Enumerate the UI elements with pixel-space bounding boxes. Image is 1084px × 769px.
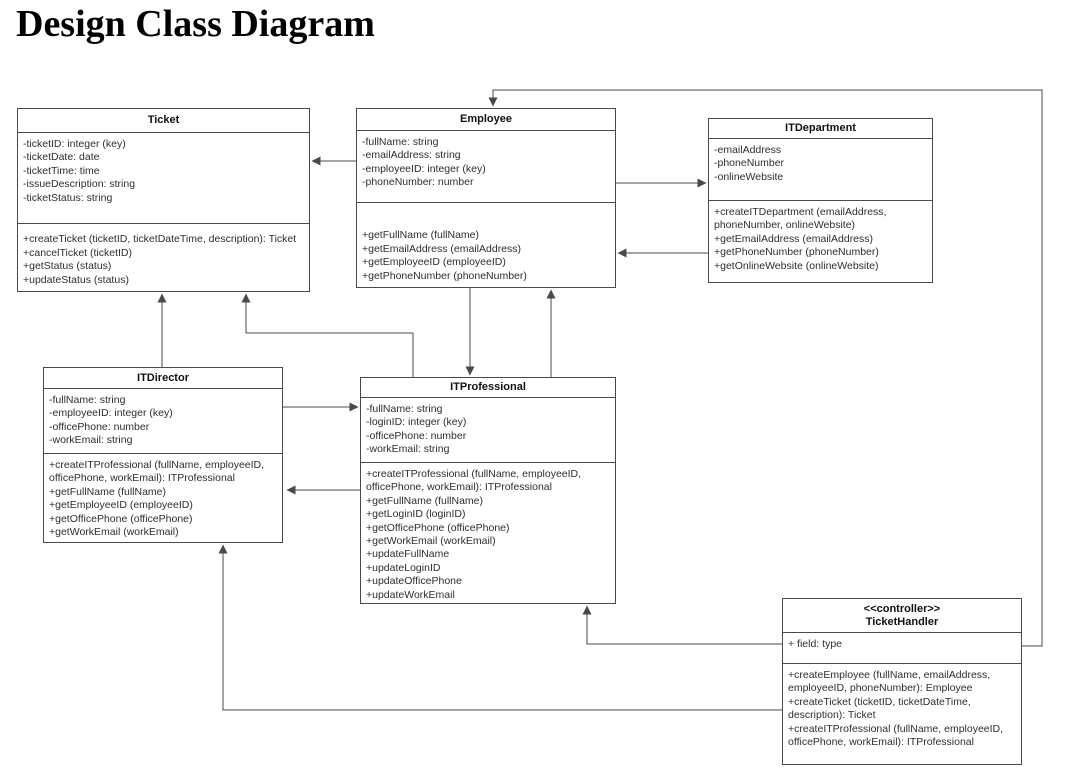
class-itprofessional-attributes: -fullName: string-loginID: integer (key)…: [361, 398, 615, 463]
member-line: -fullName: string: [366, 403, 443, 415]
member-line: +createITProfessional (fullName, employe…: [49, 459, 267, 485]
class-itprofessional-header: ITProfessional: [361, 378, 615, 398]
member-line: -loginID: integer (key): [366, 416, 467, 429]
member-line: +cancelTicket (ticketID): [23, 246, 133, 259]
member-line: -employeeID: integer (key): [49, 407, 173, 420]
class-employee[interactable]: Employee -fullName: string-emailAddress:…: [356, 108, 616, 288]
member-line: +updateLoginID: [366, 561, 441, 574]
member-line: +getPhoneNumber (phoneNumber): [362, 269, 527, 282]
member-line: -phoneNumber: number: [362, 176, 474, 189]
page-title: Design Class Diagram: [16, 3, 375, 45]
class-itdepartment-attributes: -emailAddress-phoneNumber-onlineWebsite: [709, 139, 932, 201]
class-itprofessional-name: ITProfessional: [450, 381, 526, 393]
class-ticket-name: Ticket: [147, 114, 180, 126]
member-line: +createITProfessional (fullName, employe…: [788, 722, 1006, 749]
member-line: -onlineWebsite: [714, 170, 784, 183]
member-line: -issueDescription: string: [23, 178, 136, 191]
member-line: -ticketID: integer (key): [23, 138, 126, 150]
member-line: -phoneNumber: [714, 157, 785, 170]
class-itprofessional[interactable]: ITProfessional -fullName: string-loginID…: [360, 377, 616, 604]
member-line: +updateWorkEmail: [366, 588, 455, 601]
member-line: +getEmailAddress (emailAddress): [362, 242, 522, 255]
member-line: +getOfficePhone (officePhone): [366, 521, 510, 534]
member-line: -workEmail: string: [49, 434, 133, 447]
class-tickethandler[interactable]: <<controller>> TicketHandler + field: ty…: [782, 598, 1022, 765]
class-tickethandler-methods: +createEmployee (fullName, emailAddress,…: [783, 664, 1021, 764]
class-itprofessional-methods: +createITProfessional (fullName, employe…: [361, 463, 615, 603]
member-line: -fullName: string: [49, 394, 126, 406]
member-line: +getWorkEmail (workEmail): [366, 535, 496, 548]
member-line: +getEmailAddress (emailAddress): [714, 232, 874, 245]
connector-tickethandler-employee: [488, 89, 1043, 647]
member-line: +getFullName (fullName): [49, 485, 166, 498]
class-tickethandler-header: <<controller>> TicketHandler: [783, 599, 1021, 633]
class-itdepartment-methods: +createITDepartment (emailAddress, phone…: [709, 201, 932, 282]
class-ticket[interactable]: Ticket -ticketID: integer (key)-ticketDa…: [17, 108, 310, 292]
member-line: +getEmployeeID (employeeID): [362, 256, 506, 269]
member-line: -ticketDate: date: [23, 151, 100, 164]
member-line: +createTicket (ticketID, ticketDateTime,…: [23, 233, 297, 246]
member-line: +createITProfessional (fullName, employe…: [366, 468, 584, 494]
connector-tickethandler-itprofessional: [582, 605, 782, 645]
member-line: -ticketTime: time: [23, 164, 100, 177]
connector-itprofessional-ticket: [241, 293, 414, 377]
class-itdirector-methods: +createITProfessional (fullName, employe…: [44, 454, 282, 542]
connector-tickethandler-itdirector: [218, 544, 782, 711]
member-line: -workEmail: string: [366, 443, 450, 456]
class-itdirector[interactable]: ITDirector -fullName: string-employeeID:…: [43, 367, 283, 543]
class-ticket-header: Ticket: [18, 109, 309, 133]
member-line: +getWorkEmail (workEmail): [49, 526, 179, 539]
member-line: -emailAddress: string: [362, 149, 461, 162]
member-line: +createITDepartment (emailAddress, phone…: [714, 206, 890, 232]
member-line: +getStatus (status): [23, 260, 112, 273]
class-employee-methods: +getFullName (fullName)+getEmailAddress …: [357, 203, 615, 287]
class-itdirector-header: ITDirector: [44, 368, 282, 389]
class-ticket-methods: +createTicket (ticketID, ticketDateTime,…: [18, 224, 309, 291]
member-line: +updateStatus (status): [23, 273, 129, 286]
member-line: +getFullName (fullName): [366, 494, 483, 507]
member-line: -emailAddress: [714, 144, 782, 156]
member-line: -fullName: string: [362, 136, 439, 148]
class-itdepartment-header: ITDepartment: [709, 119, 932, 139]
member-line: +getLoginID (loginID): [366, 508, 466, 521]
class-ticket-attributes: -ticketID: integer (key)-ticketDate: dat…: [18, 133, 309, 224]
member-line: +createEmployee (fullName, emailAddress,…: [788, 669, 994, 695]
class-itdepartment-name: ITDepartment: [785, 122, 856, 134]
member-line: +getOfficePhone (officePhone): [49, 512, 193, 525]
member-line: +getPhoneNumber (phoneNumber): [714, 246, 879, 259]
class-employee-name: Employee: [460, 113, 512, 125]
class-tickethandler-stereotype: <<controller>>: [863, 603, 941, 615]
member-line: -employeeID: integer (key): [362, 162, 486, 175]
member-line: +createTicket (ticketID, ticketDateTime,…: [788, 695, 974, 722]
class-employee-attributes: -fullName: string-emailAddress: string-e…: [357, 131, 615, 203]
class-itdirector-name: ITDirector: [137, 371, 189, 384]
class-tickethandler-name: TicketHandler: [865, 616, 939, 628]
member-line: +getFullName (fullName): [362, 229, 479, 242]
class-itdepartment[interactable]: ITDepartment -emailAddress-phoneNumber-o…: [708, 118, 933, 283]
member-line: -officePhone: number: [49, 420, 150, 433]
member-line: -officePhone: number: [366, 429, 467, 442]
class-itdirector-attributes: -fullName: string-employeeID: integer (k…: [44, 389, 282, 454]
member-line: +getOnlineWebsite (onlineWebsite): [714, 259, 879, 272]
member-line: +updateFullName: [366, 548, 450, 561]
member-line: -ticketStatus: string: [23, 191, 113, 204]
class-employee-header: Employee: [357, 109, 615, 131]
member-line: +getEmployeeID (employeeID): [49, 499, 193, 512]
class-tickethandler-attributes: + field: type: [783, 633, 1021, 664]
member-line: + field: type: [788, 638, 842, 650]
member-line: +updateOfficePhone: [366, 575, 462, 588]
